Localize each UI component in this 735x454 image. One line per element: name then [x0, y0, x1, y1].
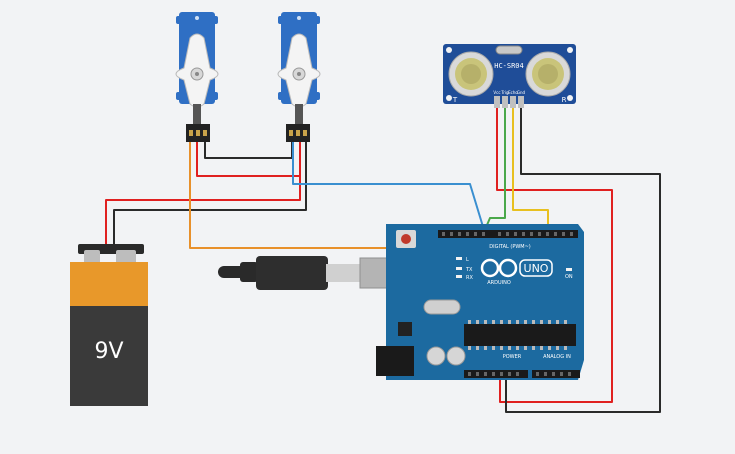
usb-cable[interactable]: [218, 256, 413, 290]
battery-voltage-label: 9V: [94, 339, 123, 364]
sensor-model-label: HC-SR04: [494, 62, 524, 70]
led-label: TX: [465, 267, 473, 273]
wire-sensor-echo[interactable]: [512, 108, 549, 232]
sensor-pin-label: Vcc: [493, 90, 500, 95]
analog-header-label: ANALOG IN: [543, 354, 571, 360]
power-header: [464, 370, 528, 378]
wire-servo1-power[interactable]: [105, 140, 301, 246]
capacitor-icon: [446, 346, 466, 366]
arduino-brand-label: ARDUINO: [487, 280, 511, 286]
arduino-logo-icon: [480, 258, 518, 278]
sensor-pin-label: Echo: [508, 90, 518, 95]
capacitor-icon: [426, 346, 446, 366]
arduino-uno-board[interactable]: DIGITAL (PWM~) L TX RX ON ARDUINO UNO: [376, 224, 584, 380]
led-label: RX: [466, 275, 473, 281]
sensor-side-mark-t: T: [452, 96, 458, 104]
receiver-transducer: [525, 51, 571, 97]
sensor-crystal: [495, 45, 523, 55]
sensor-pin-labels: Vcc Trig Echo Gnd: [493, 90, 525, 95]
digital-header-label: DIGITAL (PWM~): [489, 244, 531, 250]
sensor-side-mark-r: R: [562, 96, 567, 104]
led-label: L: [466, 257, 469, 263]
battery-9v[interactable]: 9V: [70, 244, 148, 406]
servo-motor-2[interactable]: [277, 12, 321, 142]
sensor-pin-label: Gnd: [517, 90, 526, 95]
transmitter-transducer: [448, 51, 494, 97]
board-leds: L TX RX ON: [456, 257, 573, 281]
wire-servo-ground[interactable]: [204, 140, 293, 159]
crystal-oscillator: [423, 299, 461, 315]
power-jack: [376, 346, 414, 376]
wire-sensor-trig[interactable]: [483, 108, 506, 233]
wire-sensor-vcc[interactable]: [496, 108, 613, 403]
arduino-model-label: UNO: [524, 262, 549, 275]
usb-chip: [398, 322, 412, 336]
analog-header: [532, 370, 580, 378]
on-led-label: ON: [565, 274, 573, 280]
ultrasonic-sensor[interactable]: HC-SR04 T R Vcc Trig Echo Gnd: [443, 44, 576, 108]
wires: [105, 108, 661, 413]
power-header-label: POWER: [503, 354, 522, 360]
microcontroller-chip: [464, 324, 576, 346]
servo-motor-1[interactable]: [175, 12, 219, 142]
wire-sensor-gnd[interactable]: [505, 108, 661, 413]
sensor-pin-label: Trig: [500, 90, 509, 95]
wire-battery-ground[interactable]: [113, 140, 307, 246]
wire-servo2-signal[interactable]: [292, 140, 485, 231]
